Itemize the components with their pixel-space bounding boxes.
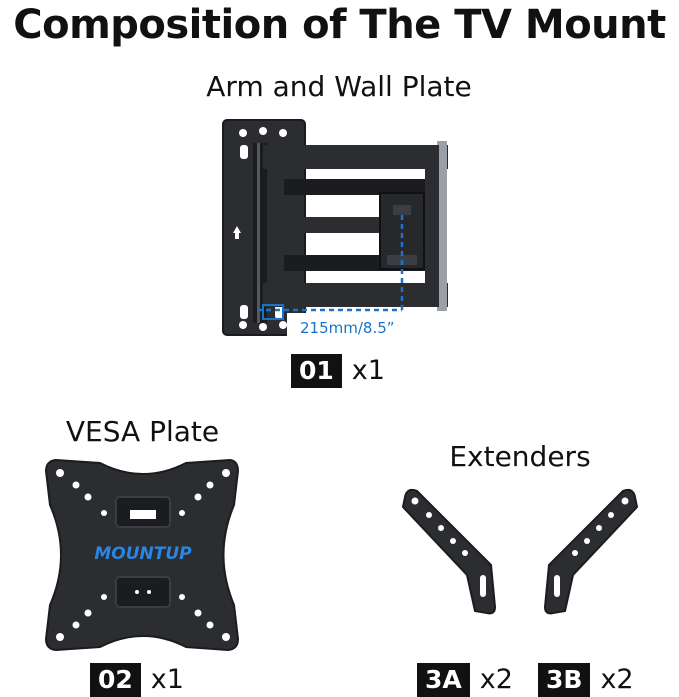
part-quantity: x2 — [479, 664, 513, 695]
vesa-plate-image: MOUNTUP — [44, 458, 240, 652]
part-02-label: 02 x1 — [90, 663, 184, 697]
extenders-heading: Extenders — [449, 440, 591, 473]
arm-wall-plate-image: 215mm/8.5” — [222, 119, 448, 339]
part-code-badge: 01 — [291, 354, 342, 388]
arm-frame — [263, 145, 448, 169]
page-title: Composition of The TV Mount — [13, 2, 666, 48]
arm-wall-plate-heading: Arm and Wall Plate — [206, 70, 472, 103]
part-code-badge: 3A — [417, 663, 470, 697]
part-3b-label: 3B x2 — [538, 663, 634, 697]
part-quantity: x2 — [600, 664, 634, 695]
extender-3a — [401, 488, 497, 615]
vesa-plate-heading: VESA Plate — [65, 415, 220, 448]
part-code-badge: 02 — [90, 663, 141, 697]
extender-3b — [543, 488, 639, 615]
part-3a-label: 3A x2 — [417, 663, 513, 697]
arm-dimension-label: 215mm/8.5” — [300, 319, 395, 337]
part-quantity: x1 — [150, 664, 184, 695]
mountup-logo: MOUNTUP — [94, 544, 192, 564]
part-quantity: x1 — [351, 355, 385, 386]
extenders-image — [401, 488, 639, 615]
vesa-plate — [44, 458, 240, 652]
part-01-label: 01 x1 — [291, 354, 385, 388]
part-code-badge: 3B — [538, 663, 591, 697]
